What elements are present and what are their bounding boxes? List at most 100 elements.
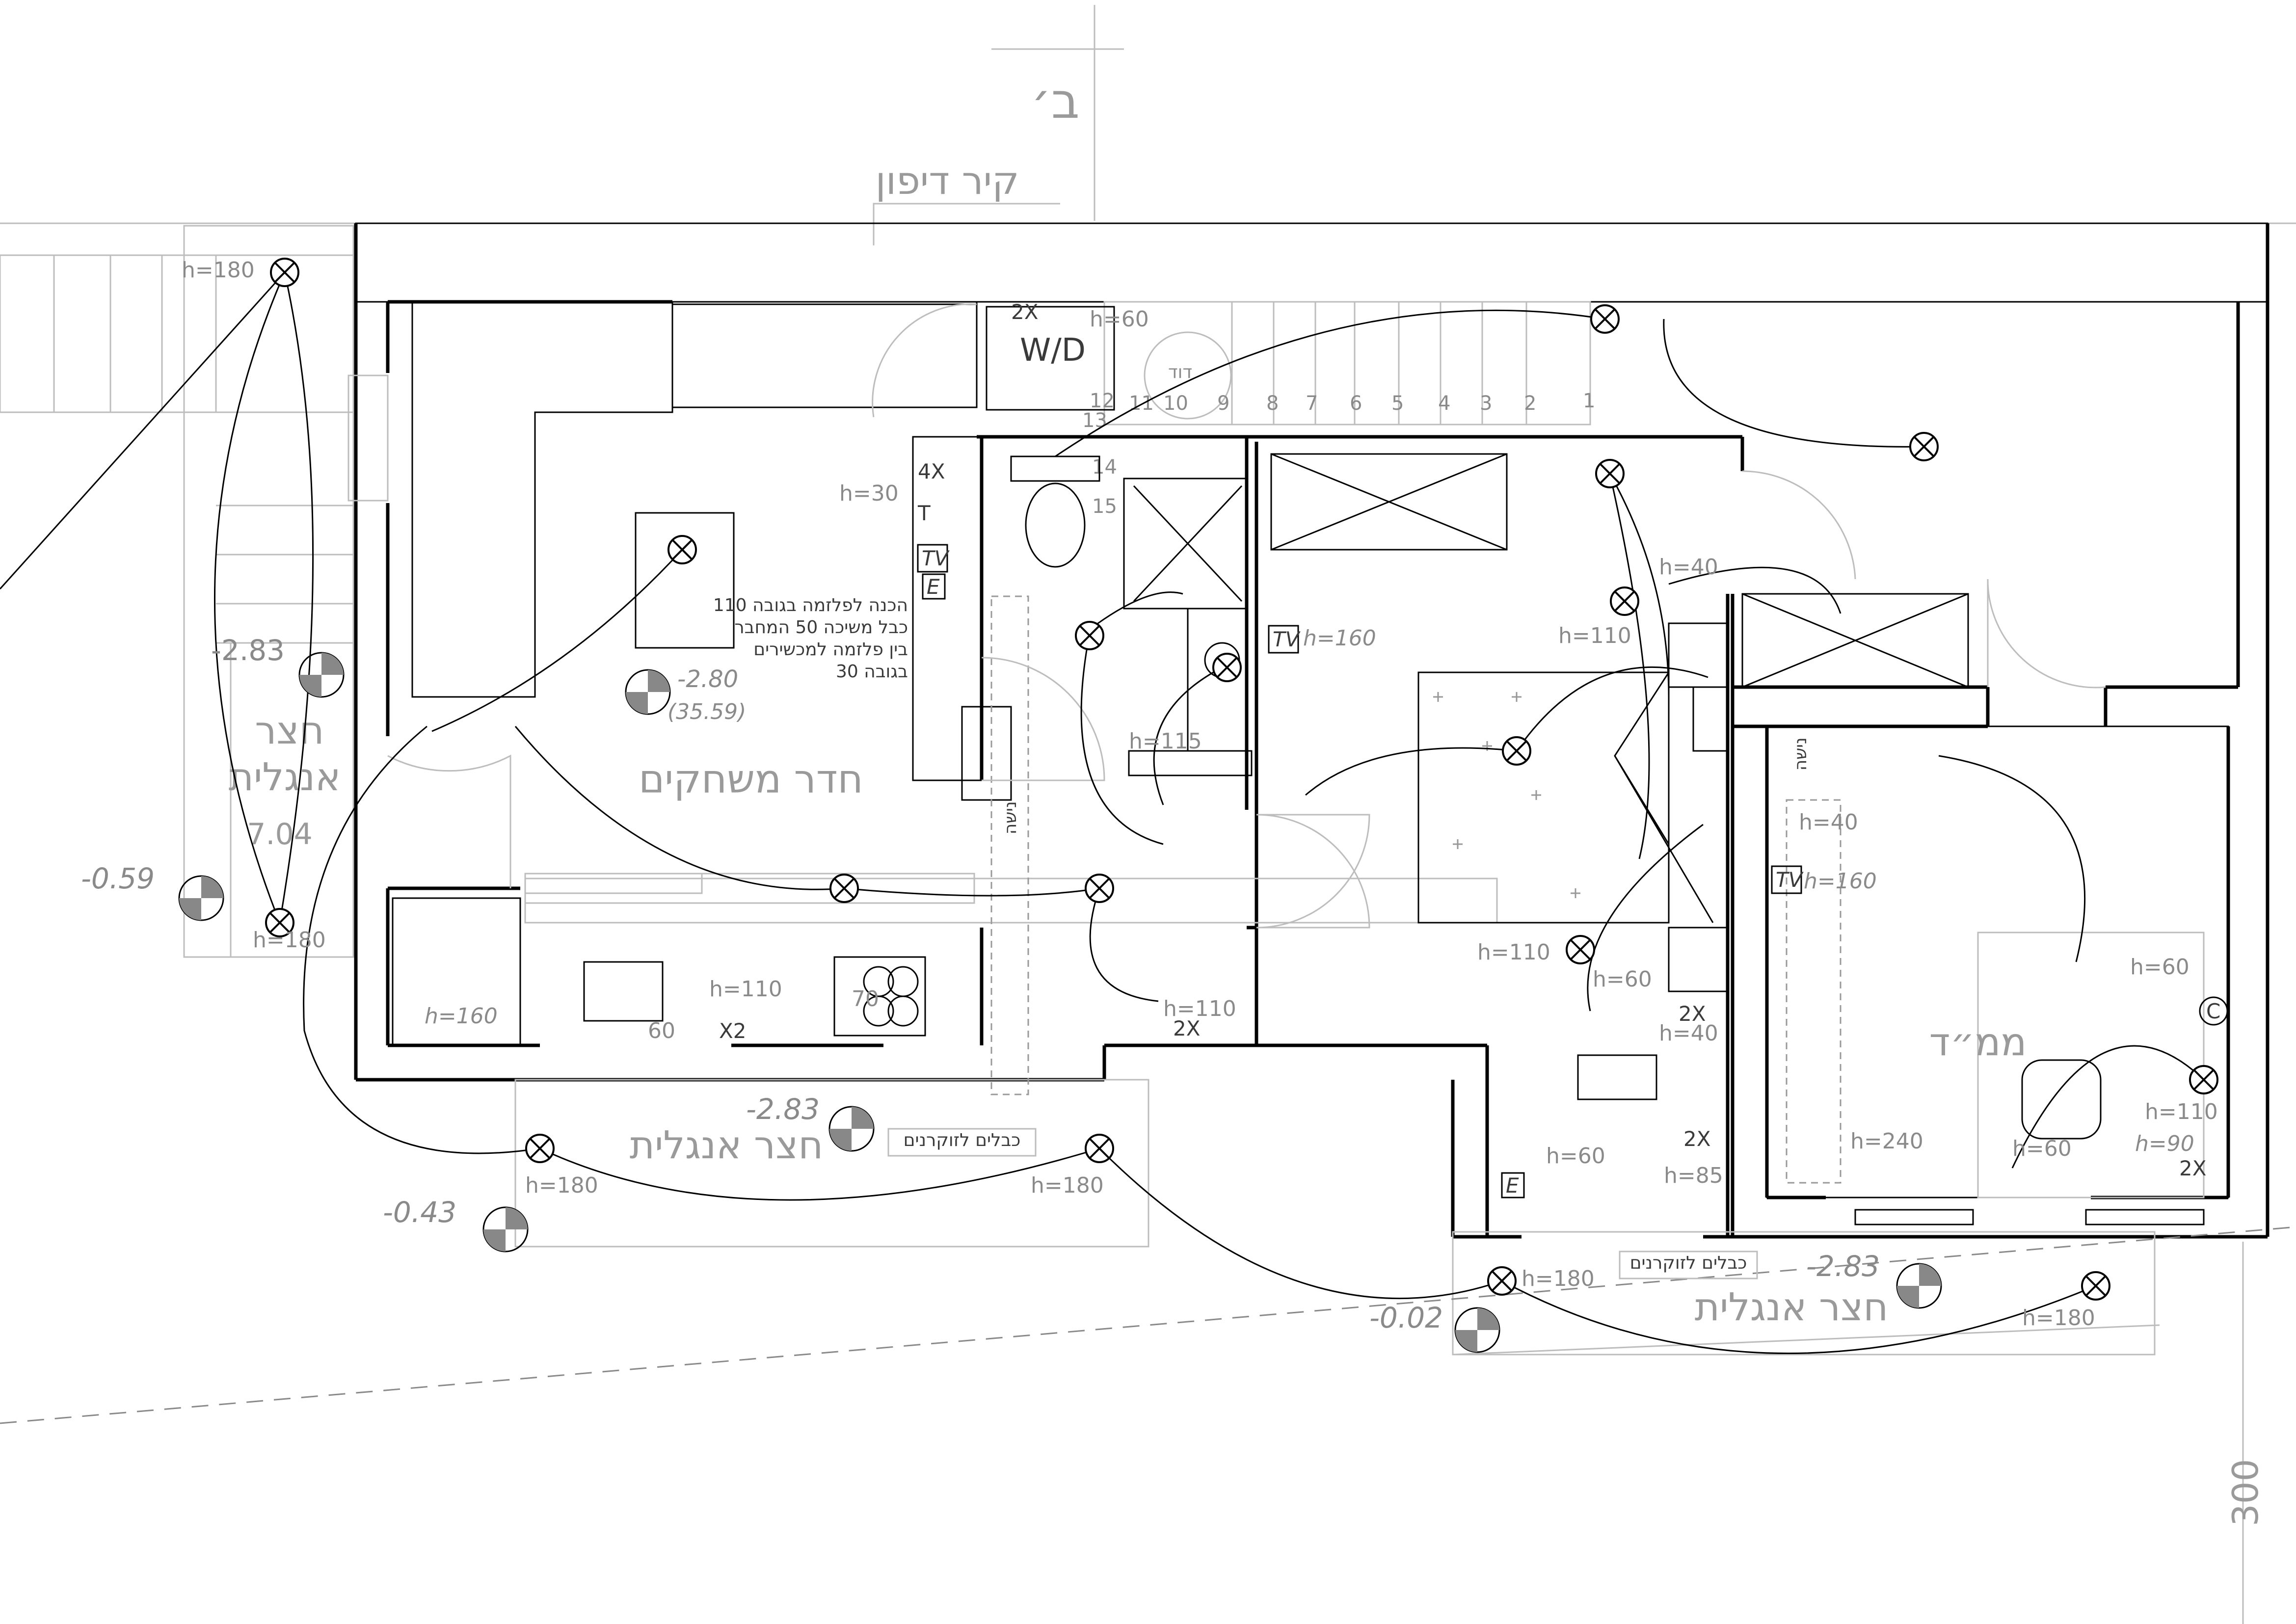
height-h110-hall: h=110	[1163, 996, 1236, 1021]
height-h180-5: h=180	[1522, 1266, 1595, 1291]
level-markers: -2.83 -2.80 (35.59) -0.59 -2.83 -0.43 -0…	[81, 634, 1942, 1353]
height-h180-1: h=180	[182, 258, 255, 283]
height-h60-hall: h=60	[1546, 1144, 1605, 1169]
bedroom	[1417, 622, 1729, 1100]
light-fixture-icon	[1909, 432, 1939, 461]
height-labels: h=180 h=180 h=180 h=180 h=180 h=180 h=60…	[182, 258, 2218, 1331]
left-yard-label-1: חצר	[255, 709, 324, 753]
stair-6: 6	[1350, 392, 1362, 415]
height-h40-1: h=40	[1659, 555, 1718, 580]
service-area: W/D	[986, 306, 1969, 752]
light-fixture-icon	[829, 874, 859, 903]
x2-symbol-kitchen: X2	[719, 1019, 747, 1043]
niche-label-2: נישה	[1791, 737, 1811, 771]
height-h60-wd: h=60	[1090, 307, 1149, 332]
plasma-note-line-2: כבל משיכה 50 המחבר	[734, 617, 908, 638]
light-fixture-icon	[1085, 874, 1114, 903]
left-yard-dimension: 7.04	[247, 817, 313, 852]
plasma-note: הכנה לפלזמה בגובה 110 כבל משיכה 50 המחבר…	[713, 595, 908, 682]
plasma-note-line-1: הכנה לפלזמה בגובה 110	[713, 595, 908, 615]
height-h180-3: h=180	[525, 1173, 598, 1198]
stair-12: 12	[1090, 390, 1115, 412]
section-title: קיר דיפון	[876, 159, 1019, 203]
electrical-symbols: TV E 4X T TV TV E 2X 2X 2X 2X 2X X2 C	[719, 300, 2228, 1198]
height-h240: h=240	[1850, 1129, 1923, 1154]
section-marker: ב׳ קיר דיפון	[873, 5, 1124, 245]
height-60-kitchen: 60	[648, 1018, 675, 1043]
plasma-note-line-3: בין פלזמה למכשירים	[753, 639, 908, 660]
stair-13: 13	[1082, 409, 1107, 432]
stair-boiler-label: דוד	[1168, 362, 1192, 382]
playroom-label: חדר משחקים	[639, 756, 863, 802]
height-h60-desk: h=60	[2012, 1136, 2072, 1161]
plasma-note-line-4: בגובה 30	[836, 662, 908, 682]
stair-5: 5	[1391, 392, 1404, 415]
doorbell-cables-note-1: כבלים לזוקרנים	[904, 1130, 1021, 1150]
height-h160-kitchen: h=160	[425, 1004, 498, 1029]
niches: נישה נישה	[990, 595, 1842, 1184]
light-fixture-icon	[1610, 586, 1639, 616]
height-h110-bed: h=110	[1558, 623, 1631, 648]
stair-1: 1	[1583, 390, 1595, 412]
stair-7: 7	[1306, 392, 1318, 415]
lower-yard: חצר אנגלית חצר אנגלית כבלים לזוקרנים כבל…	[0, 1079, 2296, 1424]
height-h85: h=85	[1664, 1163, 1723, 1188]
level-1: -2.83	[211, 634, 285, 667]
dimension-300: 300	[2225, 1242, 2266, 1624]
washer-dryer-label: W/D	[1020, 332, 1086, 369]
height-h30: h=30	[839, 481, 899, 506]
wiring	[0, 271, 2205, 1355]
level-6: -0.02	[1369, 1301, 1443, 1334]
height-h90: h=90	[2135, 1131, 2194, 1156]
tv-symbol-hall: TV	[1273, 627, 1301, 651]
light-fixture-icon	[1590, 304, 1620, 334]
niche-label-1: נישה	[1001, 801, 1020, 834]
light-fixture-icon	[667, 535, 697, 564]
level-7: -2.83	[1806, 1250, 1880, 1283]
stairs: 1 2 3 4 5 6 7 8 9 10 11 12 13 14 15 דוד	[1082, 301, 1595, 518]
light-fixture-icon	[1487, 1266, 1517, 1296]
x2-symbol-bed: 2X	[1679, 1002, 1706, 1026]
height-h160-tv: h=160	[1303, 626, 1376, 651]
x2-symbol-wd: 2X	[1011, 300, 1039, 324]
playroom: חדר משחקים הכנה לפלזמה בגובה 110 כבל משי…	[411, 302, 975, 1037]
height-h110-shelter: h=110	[2145, 1099, 2218, 1124]
e-symbol-playroom: E	[927, 575, 940, 599]
light-fixture-icon	[265, 908, 294, 937]
tv-symbol-playroom: TV	[922, 546, 950, 570]
stair-15: 15	[1092, 495, 1117, 518]
height-h40-2: h=40	[1799, 810, 1858, 835]
light-fixture-icon	[1566, 935, 1595, 964]
light-fixture-icon	[1595, 459, 1625, 488]
c-symbol: C	[2206, 999, 2220, 1023]
light-fixture-icon	[1502, 736, 1531, 766]
tv-symbol-shelter: TV	[1776, 868, 1804, 892]
x2-symbol-hall: 2X	[1173, 1016, 1201, 1040]
light-fixture-icon	[270, 258, 299, 287]
level-4: -2.83	[746, 1092, 820, 1126]
height-h60-bed: h=60	[1593, 967, 1652, 992]
stair-8: 8	[1266, 392, 1279, 415]
stair-11: 11	[1129, 392, 1154, 415]
section-marker-label: ב׳	[1031, 72, 1079, 130]
stair-10: 10	[1163, 392, 1188, 415]
door-swings	[387, 303, 2106, 929]
height-h115: h=115	[1129, 729, 1202, 754]
level-2-sub: (35.59)	[667, 699, 746, 724]
shelter: ממ״ד	[1766, 725, 2229, 1225]
stair-3: 3	[1480, 392, 1492, 415]
t-symbol-1: T	[917, 501, 931, 525]
x2-symbol-hall-2: 2X	[1683, 1127, 1711, 1151]
height-h180-2: h=180	[253, 928, 326, 953]
light-fixture-icon	[1075, 621, 1104, 650]
left-yard: חצר אנגלית 7.04	[0, 225, 354, 958]
height-h110-bed-2: h=110	[1477, 940, 1550, 965]
level-3: -0.59	[81, 862, 155, 895]
height-h60-shelter: h=60	[2130, 955, 2189, 980]
stair-9: 9	[1217, 392, 1229, 415]
light-fixture-icon	[2189, 1065, 2218, 1094]
height-h180-4: h=180	[1031, 1173, 1104, 1198]
x2-symbol-shelter: 2X	[2179, 1156, 2207, 1180]
height-h40-3: h=40	[1659, 1021, 1718, 1046]
